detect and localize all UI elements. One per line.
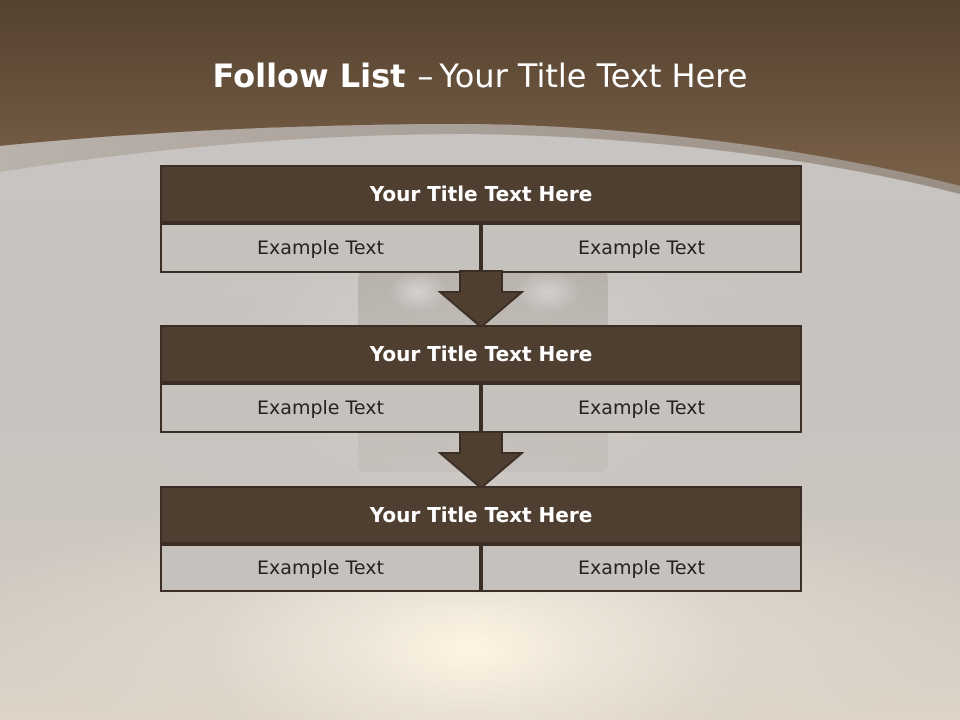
step-1-left-text: Example Text bbox=[160, 223, 481, 273]
step-1-right-text: Example Text bbox=[481, 223, 802, 273]
header-band bbox=[0, 0, 960, 194]
step-1-title: Your Title Text Here bbox=[160, 165, 802, 223]
title-bold-part: Follow List bbox=[212, 57, 406, 95]
title-dash: – bbox=[417, 57, 434, 95]
title-rest-part: Your Title Text Here bbox=[439, 57, 748, 95]
step-3-left-text: Example Text bbox=[160, 544, 481, 592]
step-3-title: Your Title Text Here bbox=[160, 486, 802, 544]
down-arrow-icon bbox=[438, 270, 524, 328]
step-2-title: Your Title Text Here bbox=[160, 325, 802, 383]
slide-title: Follow List–Your Title Text Here bbox=[0, 52, 960, 100]
down-arrow-icon bbox=[438, 431, 524, 489]
step-2-right-text: Example Text bbox=[481, 383, 802, 433]
step-2-left-text: Example Text bbox=[160, 383, 481, 433]
step-3-right-text: Example Text bbox=[481, 544, 802, 592]
